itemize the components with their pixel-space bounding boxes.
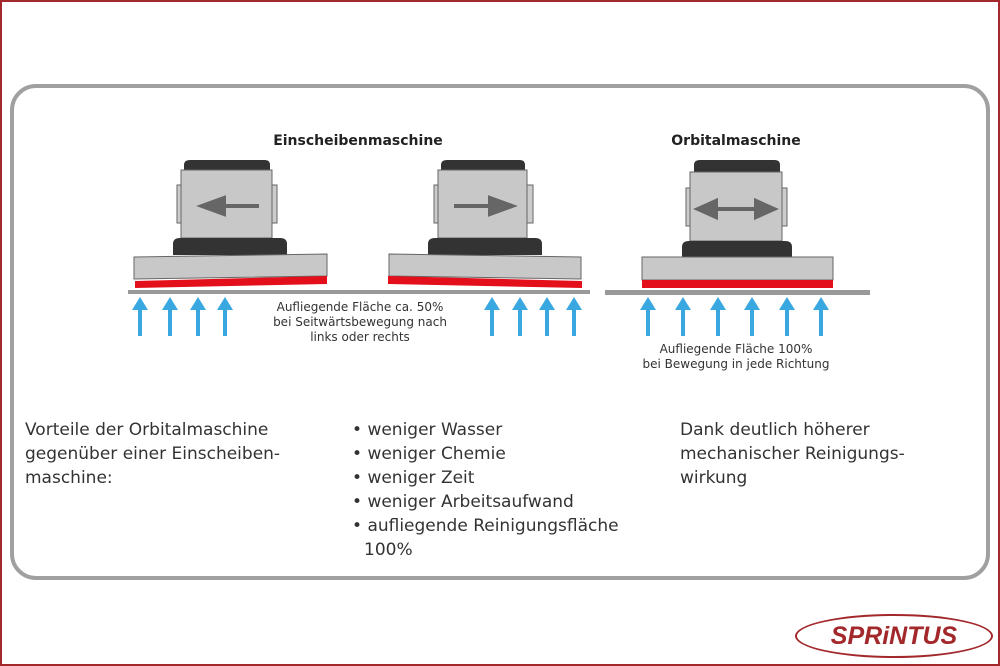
caption-single-disc: Aufliegende Fläche ca. 50% bei Seitwärts…	[250, 300, 470, 345]
text-line: Vorteile der Orbitalmaschine	[25, 420, 269, 440]
caption-line: Aufliegende Fläche 100%	[659, 342, 813, 356]
list-item: weniger Arbeitsaufwand	[352, 490, 652, 514]
arrow-up-icon	[539, 297, 555, 336]
arrow-up-icon	[813, 297, 829, 336]
caption-line: Aufliegende Fläche ca. 50%	[276, 300, 444, 314]
caption-line: bei Bewegung in jede Richtung	[642, 357, 830, 371]
caption-orbital: Aufliegende Fläche 100% bei Bewegung in …	[616, 342, 856, 372]
arrow-up-icon	[566, 297, 582, 336]
advantages-list: weniger Wasser weniger Chemie weniger Ze…	[352, 418, 652, 562]
conclusion-text: Dank deutlich höherer mechanischer Reini…	[680, 418, 970, 490]
arrow-up-icon	[512, 297, 528, 336]
floor-line-left	[128, 290, 590, 294]
text-line: mechanischer Reinigungs-	[680, 444, 905, 464]
arrow-up-icon	[217, 297, 233, 336]
arrow-up-icon	[190, 297, 206, 336]
content-frame	[10, 84, 990, 580]
arrow-up-icon	[710, 297, 726, 336]
caption-line: links oder rechts	[310, 330, 410, 344]
list-item: weniger Wasser	[352, 418, 652, 442]
sprintus-logo: SPRiNTUS	[795, 614, 993, 658]
text-line: maschine:	[25, 468, 113, 488]
arrow-right-icon	[454, 195, 518, 217]
arrow-left-icon	[196, 195, 259, 217]
arrow-up-icon	[132, 297, 148, 336]
orbital-machine	[641, 160, 834, 288]
list-item: aufliegende Reinigungsfläche 100%	[352, 514, 654, 562]
pressure-arrows	[132, 297, 829, 336]
single-disc-machine-left	[133, 160, 328, 288]
text-line: gegenüber einer Einscheiben-	[25, 444, 281, 464]
text-line: Dank deutlich höherer	[680, 420, 870, 440]
list-item: weniger Zeit	[352, 466, 652, 490]
arrow-up-icon	[779, 297, 795, 336]
caption-line: bei Seitwärtsbewegung nach	[273, 315, 447, 329]
arrow-up-icon	[675, 297, 691, 336]
title-orbital: Orbitalmaschine	[671, 133, 801, 149]
arrow-bidirectional-icon	[693, 197, 779, 221]
text-line: wirkung	[680, 468, 748, 488]
single-disc-machine-right	[388, 160, 582, 288]
arrow-up-icon	[744, 297, 760, 336]
list-item: weniger Chemie	[352, 442, 652, 466]
arrow-up-icon	[162, 297, 178, 336]
logo-text: SPRiNTUS	[830, 622, 958, 650]
pad-red	[135, 276, 327, 288]
advantages-heading: Vorteile der Orbitalmaschine gegenüber e…	[25, 418, 325, 490]
arrow-up-icon	[640, 297, 656, 336]
title-single-disc: Einscheibenmaschine	[273, 133, 443, 149]
arrow-up-icon	[484, 297, 500, 336]
floor-line-right	[605, 290, 870, 295]
